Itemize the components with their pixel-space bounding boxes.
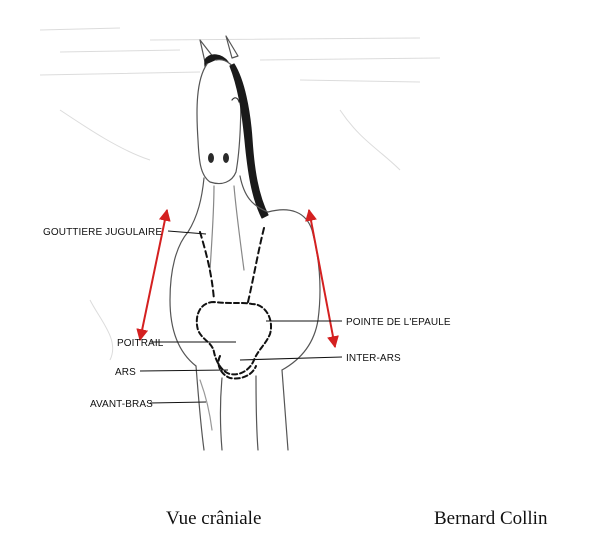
poitrail-dashed-outline xyxy=(195,301,272,376)
left-foreleg xyxy=(195,365,223,451)
right-width-arrow xyxy=(305,208,339,349)
left-nostril xyxy=(208,153,214,163)
ars-dashed-outline xyxy=(217,355,257,380)
label-inter-ars: INTER-ARS xyxy=(346,353,401,364)
left-width-arrow xyxy=(136,208,171,342)
label-ars: ARS xyxy=(115,367,136,378)
background-scan-noise xyxy=(39,27,441,361)
caption-author: Bernard Collin xyxy=(434,508,548,529)
label-pointe-epaule: POINTE DE L'EPAULE xyxy=(346,317,451,328)
chest-line xyxy=(233,185,245,271)
right-nostril xyxy=(223,153,229,163)
leader-ars xyxy=(139,369,229,372)
body-left-outline xyxy=(169,231,197,367)
mane xyxy=(229,63,269,219)
horse-sketch xyxy=(169,35,321,451)
leader-lines xyxy=(139,230,343,404)
right-foreleg xyxy=(255,369,289,451)
leader-avant-bras xyxy=(149,401,207,404)
leader-gouttiere-jugulaire xyxy=(167,230,207,235)
body-right-outline xyxy=(267,209,321,371)
neck-left-outline xyxy=(187,177,205,233)
caption-view: Vue crâniale xyxy=(166,508,262,529)
jugular-groove-right xyxy=(247,227,265,303)
eye xyxy=(231,97,240,103)
forearm-muscle xyxy=(199,379,213,431)
jugular-groove-left xyxy=(199,231,215,301)
leader-inter-ars xyxy=(239,356,343,361)
label-poitrail: POITRAIL xyxy=(117,338,164,349)
label-avant-bras: AVANT-BRAS xyxy=(90,399,153,410)
neck-right-outline xyxy=(239,175,269,213)
label-gouttiere-jugulaire: GOUTTIERE JUGULAIRE xyxy=(43,227,162,238)
right-ear xyxy=(225,35,239,59)
chest-line xyxy=(209,185,215,271)
